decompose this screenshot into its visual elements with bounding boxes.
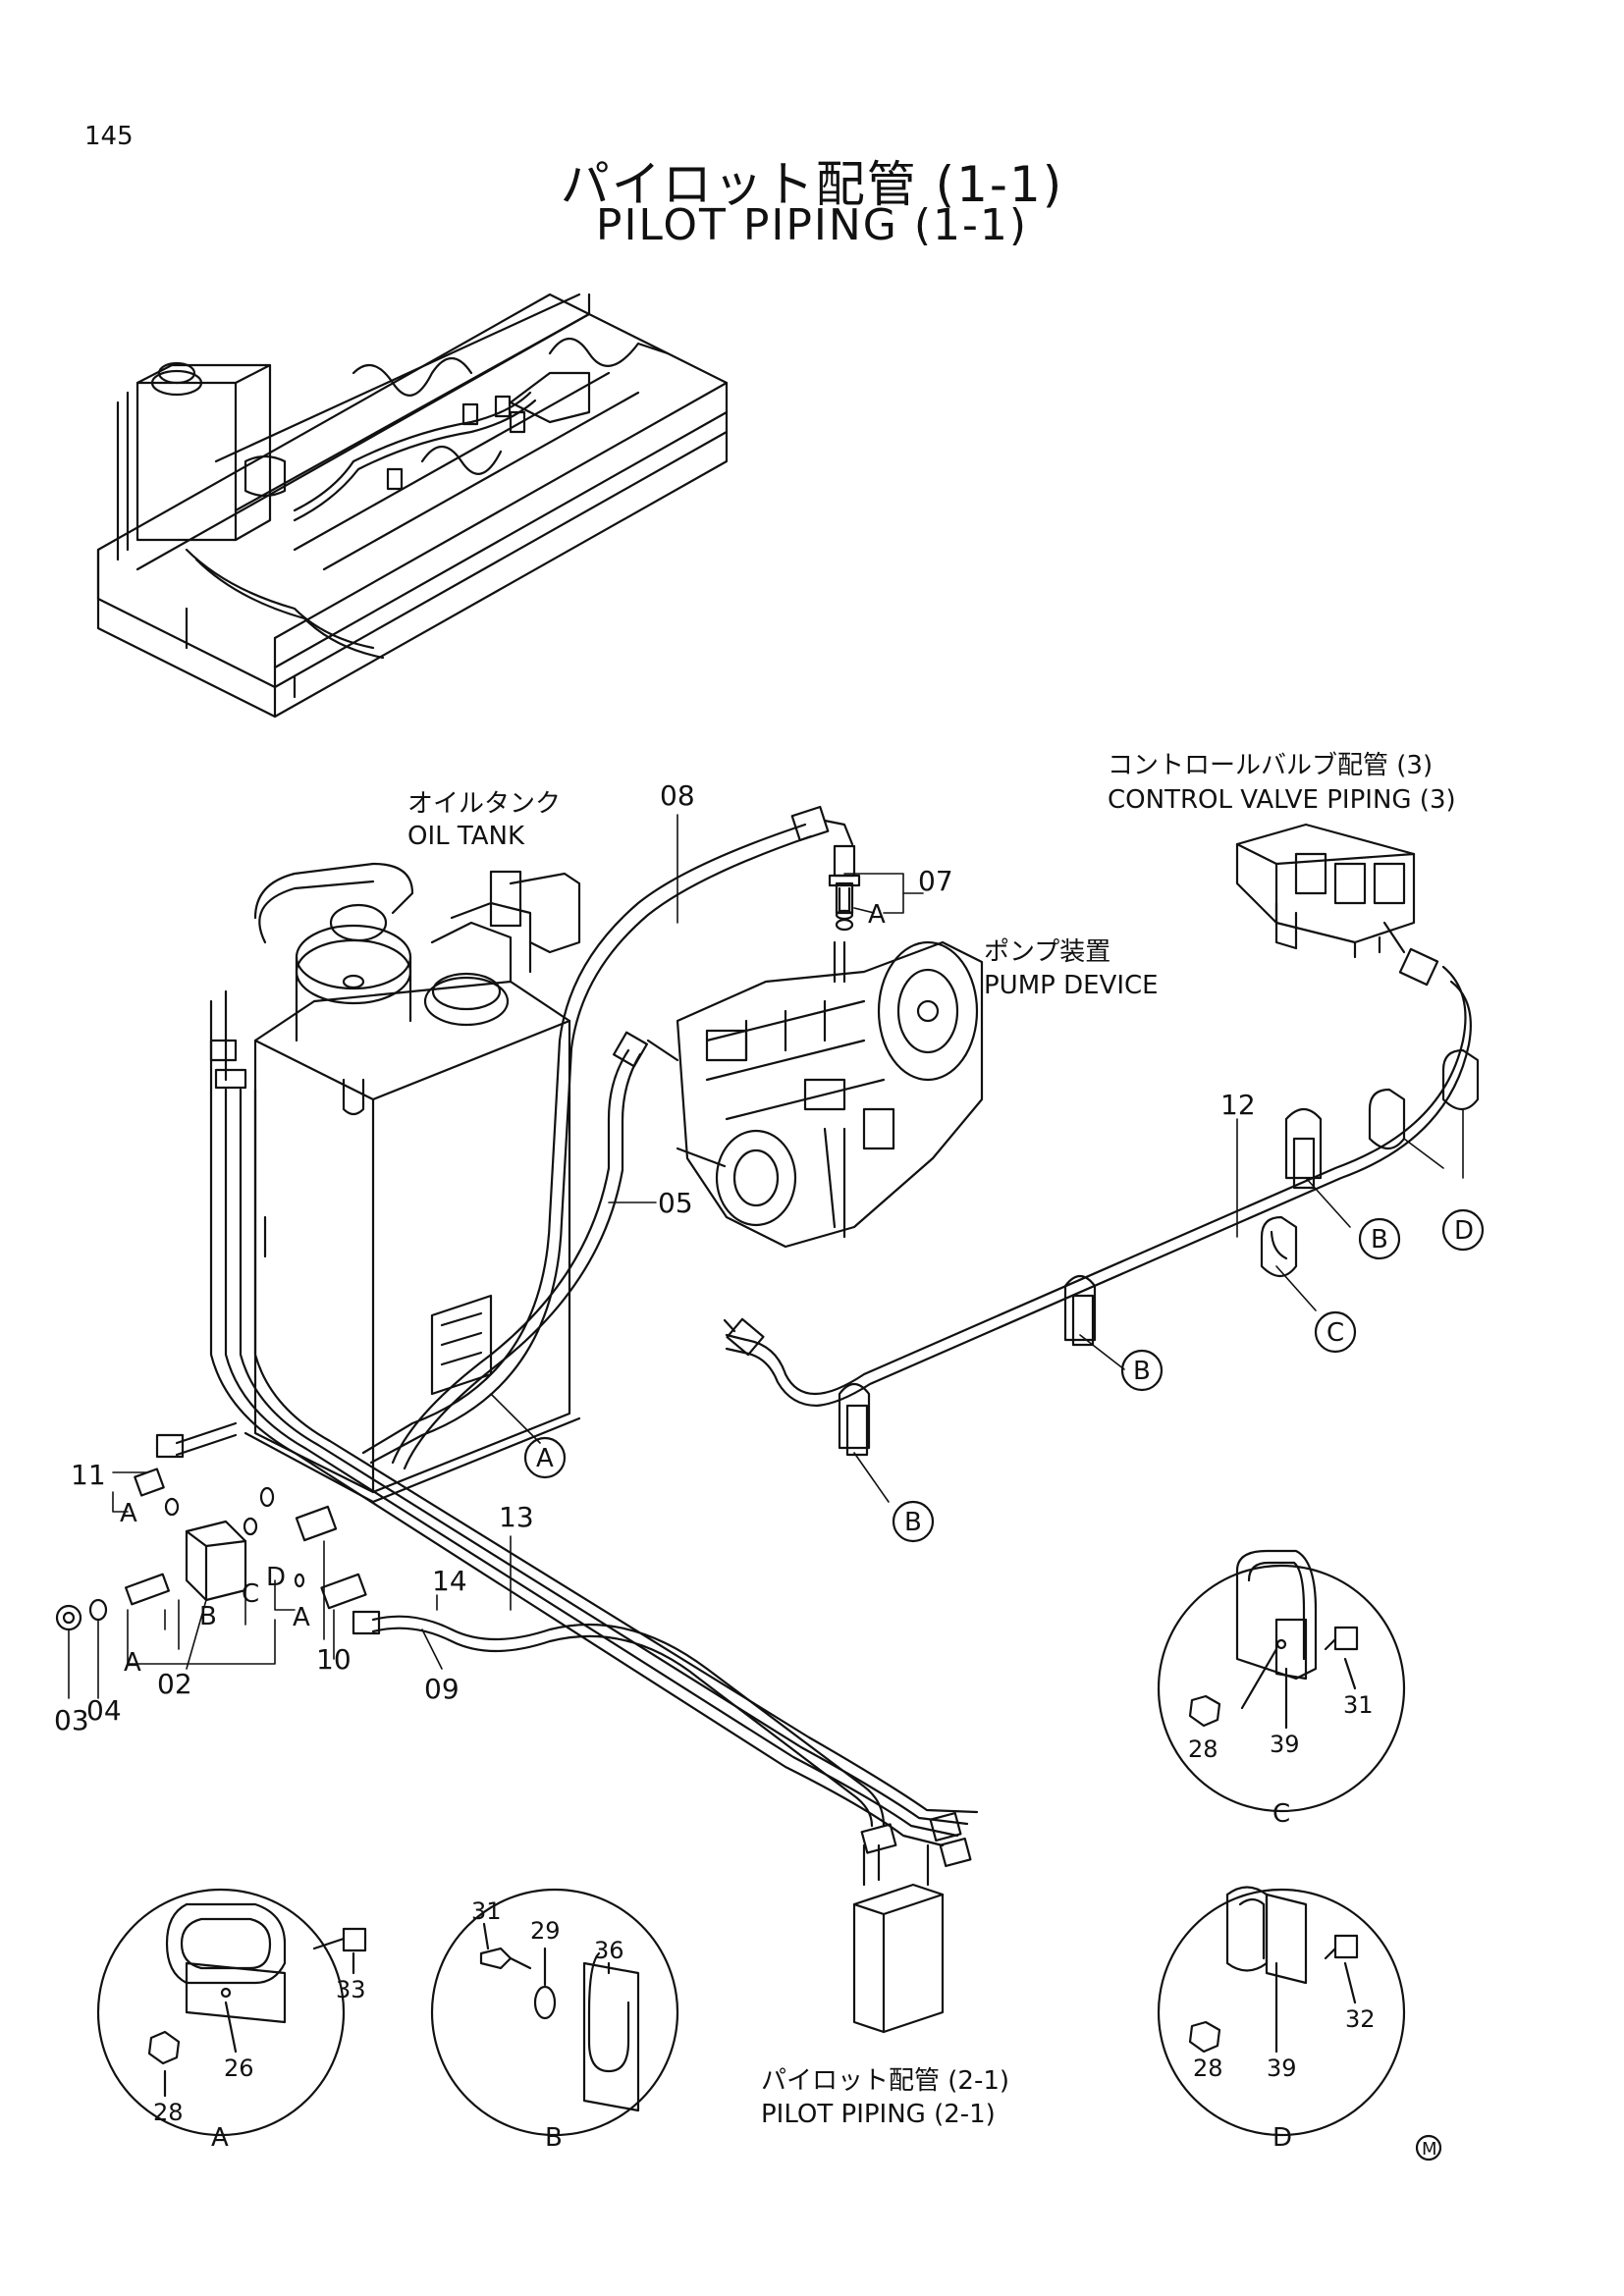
control-valve-illustration	[1235, 823, 1416, 959]
part-label-12: 12	[1220, 1089, 1256, 1121]
connection-mark-b-02: B	[199, 1602, 217, 1631]
machine-overview-illustration	[96, 293, 729, 719]
hose-08	[361, 805, 861, 1465]
pilot-piping-2-1-label-ja: パイロット配管 (2-1)	[761, 2066, 1009, 2096]
clamp-callout-d: D	[1454, 1216, 1474, 1246]
part-label-10: 10	[316, 1643, 352, 1676]
title-japanese: パイロット配管 (1-1)	[560, 156, 1064, 213]
connection-mark-a-10: A	[293, 1603, 310, 1632]
callout-mark-circles	[523, 1208, 1485, 2162]
detail-a-part-28: 28	[153, 2099, 184, 2126]
detail-b-part-36: 36	[594, 1937, 624, 1964]
connection-mark-d-02: D	[266, 1563, 286, 1592]
part-label-09: 09	[424, 1673, 460, 1705]
part-label-13: 13	[499, 1501, 534, 1533]
pump-device-label-ja: ポンプ装置	[984, 937, 1110, 967]
oil-tank-label-ja: オイルタンク	[407, 789, 561, 819]
detail-d-part-28: 28	[1193, 2055, 1223, 2082]
clamp-callout-b-1: B	[1371, 1225, 1388, 1255]
hose-05	[391, 1031, 679, 1470]
detail-c-label: C	[1272, 1799, 1290, 1829]
connection-mark-a-11: A	[120, 1499, 137, 1528]
detail-b-part-31: 31	[471, 1897, 502, 1925]
leader-lines	[68, 814, 1464, 1699]
detail-b-label: B	[545, 2123, 563, 2153]
clamp-callout-c: C	[1326, 1318, 1344, 1348]
part-label-04: 04	[86, 1694, 122, 1727]
detail-a-part-26: 26	[224, 2055, 254, 2082]
detail-d-label: D	[1272, 2123, 1292, 2153]
pump-device-label-en: PUMP DEVICE	[984, 971, 1159, 1000]
footer-mark: M	[1422, 2139, 1437, 2160]
pipe-13-14	[209, 1088, 979, 1847]
part-label-03: 03	[54, 1704, 89, 1736]
detail-d-part-32: 32	[1345, 2005, 1376, 2033]
hose-12	[723, 947, 1472, 1408]
page-number: 145	[84, 122, 134, 151]
clamp-callout-b-2: B	[1133, 1357, 1151, 1386]
hose-09	[352, 1610, 886, 1828]
connection-mark-a-pump: A	[868, 900, 886, 930]
detail-circle-b	[430, 1888, 679, 2137]
connection-mark-c-02: C	[242, 1579, 259, 1609]
part-label-05: 05	[658, 1187, 693, 1219]
part-label-08: 08	[660, 779, 695, 812]
pilot-piping-2-1-block	[852, 1811, 972, 2034]
pilot-piping-2-1-label-en: PILOT PIPING (2-1)	[761, 2100, 996, 2129]
connection-mark-a-02: A	[124, 1648, 141, 1678]
oil-tank-illustration	[209, 862, 581, 1504]
detail-b-part-29: 29	[530, 1917, 561, 1945]
hose-low-left	[155, 1421, 238, 1459]
detail-c-part-39: 39	[1270, 1731, 1300, 1758]
detail-circle-d	[1157, 1886, 1406, 2137]
detail-a-part-33: 33	[336, 1976, 366, 2003]
oil-tank-label-en: OIL TANK	[407, 822, 525, 851]
part-label-02: 02	[157, 1668, 192, 1700]
detail-circle-a	[96, 1888, 367, 2137]
clamp-callout-b-3: B	[904, 1508, 922, 1537]
pump-device-illustration	[676, 881, 984, 1249]
clamps-on-hose-12	[838, 1048, 1480, 1457]
control-valve-label-en: CONTROL VALVE PIPING (3)	[1108, 785, 1456, 815]
part-label-14: 14	[432, 1565, 467, 1597]
clamp-callout-a: A	[536, 1444, 554, 1473]
detail-d-part-39: 39	[1267, 2055, 1297, 2082]
part-label-11: 11	[71, 1459, 106, 1491]
detail-c-part-28: 28	[1188, 1735, 1218, 1763]
part-label-07: 07	[918, 865, 953, 897]
detail-c-part-31: 31	[1343, 1691, 1374, 1719]
detail-circle-c	[1157, 1549, 1406, 1813]
title-english: PILOT PIPING (1-1)	[595, 200, 1029, 250]
control-valve-label-ja: コントロールバルブ配管 (3)	[1108, 751, 1433, 780]
detail-a-label: A	[211, 2123, 229, 2153]
